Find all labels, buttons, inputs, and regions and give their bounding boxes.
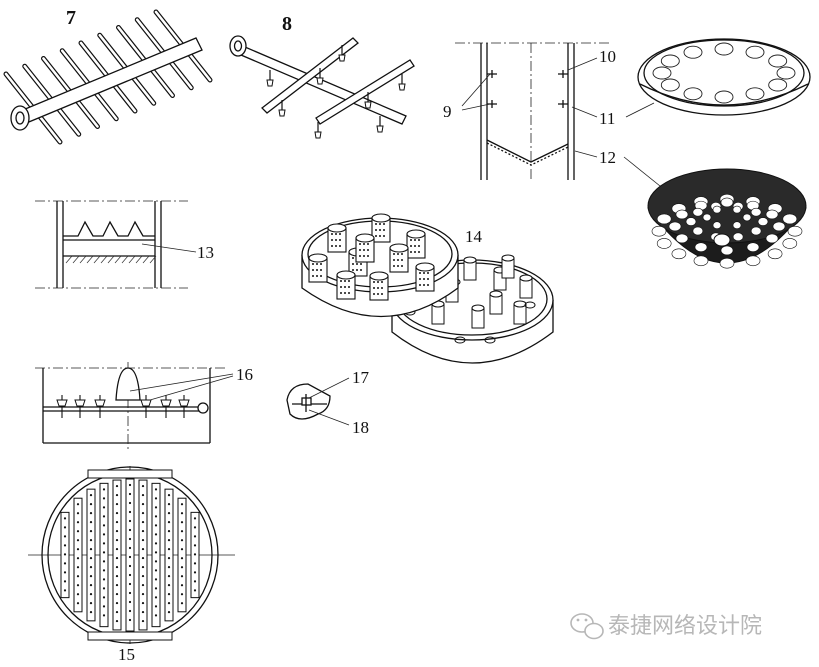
label-12: 12 xyxy=(599,148,616,167)
riser-trays-14 xyxy=(301,213,554,364)
watermark: 泰捷网络设计院 xyxy=(570,613,762,640)
callout-labels: 7 8 9 10 11 12 13 14 15 16 17 18 xyxy=(66,7,616,664)
wechat-icon xyxy=(570,613,604,640)
vessel-9-10-12 xyxy=(455,42,612,182)
label-17: 17 xyxy=(352,368,370,387)
shallow-dish-11 xyxy=(625,38,811,118)
label-15: 15 xyxy=(118,645,135,664)
label-13: 13 xyxy=(197,243,214,262)
watermark-text: 泰捷网络设计院 xyxy=(608,614,762,639)
cross-arm-distributor-8 xyxy=(229,35,415,139)
header-section-16 xyxy=(35,362,234,450)
nozzle-detail-17-18 xyxy=(286,377,350,426)
label-9: 9 xyxy=(443,102,452,121)
label-8: 8 xyxy=(282,13,292,35)
label-11: 11 xyxy=(599,109,615,128)
plan-view-15 xyxy=(28,466,235,644)
weir-section-13 xyxy=(35,200,197,289)
pipe-distributor-7 xyxy=(3,9,213,145)
perforated-bowl-12 xyxy=(623,156,807,269)
label-10: 10 xyxy=(599,47,616,66)
label-16: 16 xyxy=(236,365,253,384)
label-14: 14 xyxy=(465,227,483,246)
label-7: 7 xyxy=(66,7,76,29)
label-18: 18 xyxy=(352,418,369,437)
